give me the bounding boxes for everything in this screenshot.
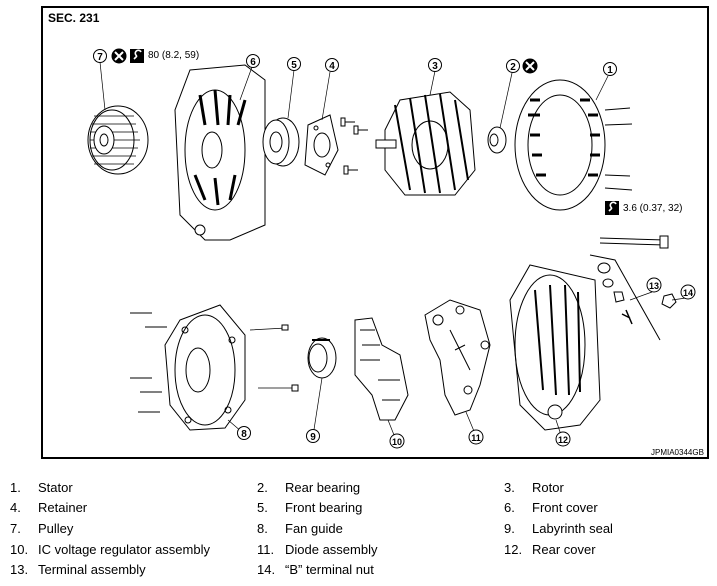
through-bolt — [599, 235, 669, 249]
labyrinth-seal-part — [307, 337, 337, 379]
callout-12: 12 — [555, 431, 571, 447]
svg-text:7: 7 — [97, 52, 103, 63]
callout-5: 5 — [287, 57, 301, 71]
svg-text:8: 8 — [241, 429, 247, 440]
pulley-torque-value: 80 (8.2, 59) — [148, 50, 200, 61]
svg-text:14: 14 — [683, 288, 693, 298]
rotor-part — [375, 91, 476, 196]
svg-text:1: 1 — [607, 65, 613, 76]
svg-text:4: 4 — [329, 61, 335, 72]
svg-text:12: 12 — [558, 435, 568, 445]
ic-regulator-part — [354, 317, 409, 421]
terminal-assembly-part — [589, 254, 677, 341]
rear-cover-part — [509, 264, 601, 431]
bolt-torque-value: 3.6 (0.37, 32) — [623, 203, 683, 214]
exploded-view-illustration: 7 6 5 4 3 2 1 13 14 8 9 10 11 12 — [87, 48, 696, 449]
retainer-screws — [340, 117, 368, 175]
torque-icon — [130, 49, 144, 63]
svg-text:9: 9 — [310, 432, 316, 443]
svg-text:13: 13 — [649, 281, 659, 291]
callout-10: 10 — [389, 433, 405, 449]
callout-6: 6 — [246, 54, 260, 68]
svg-text:10: 10 — [392, 437, 402, 447]
stator-part — [514, 79, 633, 211]
callout-9: 9 — [306, 429, 320, 443]
front-cover-part — [174, 64, 266, 241]
callout-2: 2 — [506, 59, 520, 73]
torque-icon-2 — [605, 201, 619, 215]
fan-guide-part — [164, 304, 246, 431]
callout-1: 1 — [603, 62, 617, 76]
callout-8: 8 — [237, 426, 251, 440]
replace-icon — [111, 48, 127, 64]
diode-assembly-part — [424, 299, 491, 416]
svg-text:2: 2 — [510, 62, 516, 73]
diagram-frame — [41, 6, 709, 459]
callout-11: 11 — [468, 429, 484, 445]
callout-4: 4 — [325, 58, 339, 72]
svg-text:6: 6 — [250, 57, 256, 68]
callout-7: 7 — [93, 49, 107, 63]
callout-3: 3 — [428, 58, 442, 72]
figure-code: JPMIA0344GB — [651, 448, 704, 457]
fan-guide-screws — [130, 312, 299, 413]
retainer-part — [304, 114, 339, 176]
part-callouts: 7 6 5 4 3 2 1 13 14 8 9 10 11 12 — [93, 49, 696, 449]
callout-13: 13 — [646, 277, 662, 293]
svg-text:5: 5 — [291, 60, 297, 71]
section-label: SEC. 231 — [48, 11, 100, 25]
rear-bearing-part — [487, 126, 507, 154]
svg-text:3: 3 — [432, 61, 438, 72]
replace-icon-2 — [522, 58, 538, 74]
callout-14: 14 — [680, 284, 696, 300]
svg-text:11: 11 — [471, 433, 481, 443]
front-bearing-part — [262, 117, 300, 167]
pulley-part — [87, 105, 149, 175]
